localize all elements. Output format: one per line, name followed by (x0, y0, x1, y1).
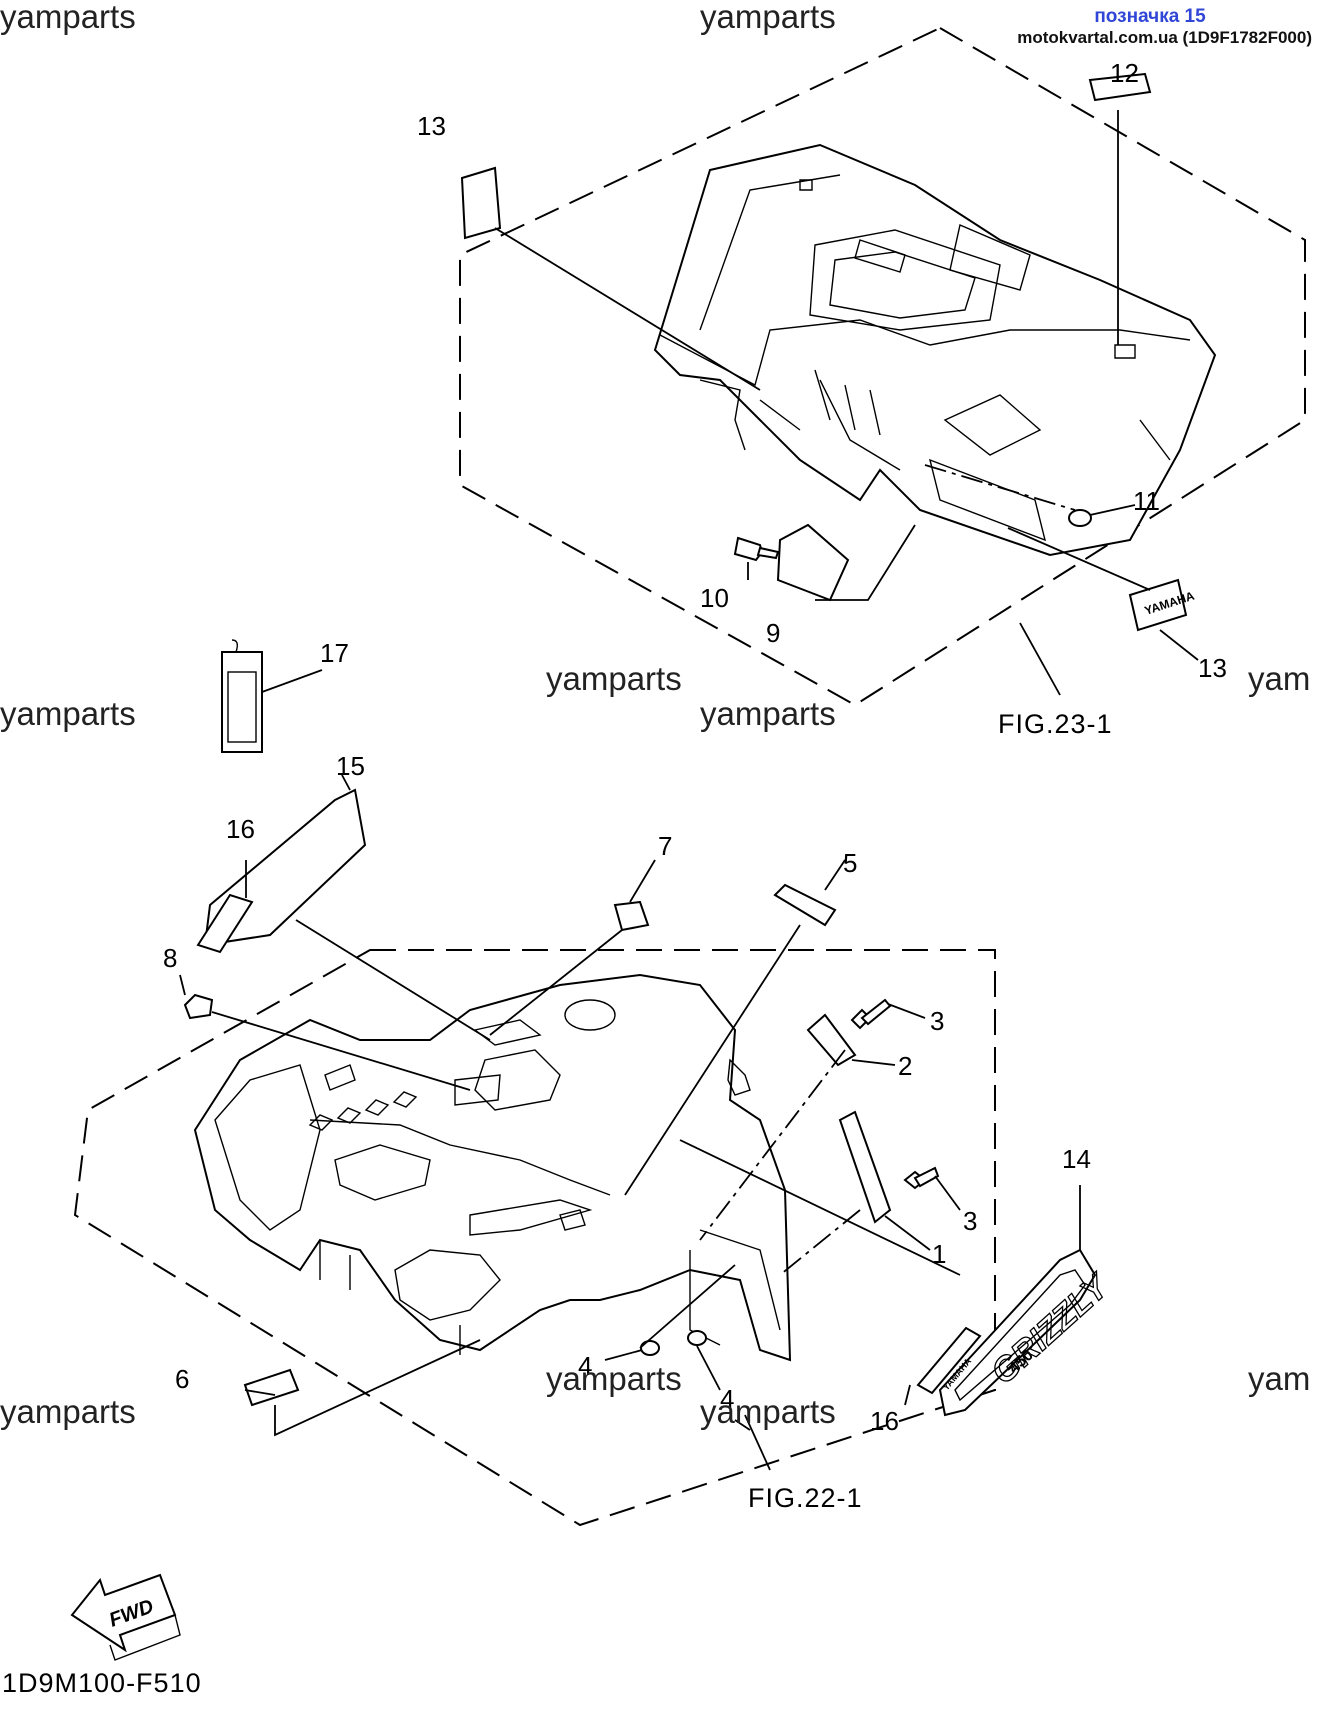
watermark: yamparts (546, 660, 682, 697)
leader-7 (629, 859, 656, 903)
part-number-1: 1 (932, 1239, 946, 1269)
decal-6 (243, 1368, 300, 1407)
watermark: yamparts (0, 695, 136, 732)
leader-13b-a (1007, 527, 1151, 591)
part-number-4-right: 4 (720, 1384, 734, 1414)
leader-5 (824, 859, 846, 891)
plate-1 (838, 1110, 892, 1224)
washer-4a (640, 1340, 660, 1356)
leader-fig23 (1019, 622, 1061, 696)
part-number-2: 2 (898, 1051, 912, 1081)
plate-9 (776, 523, 850, 602)
leader-15 (341, 774, 351, 791)
part-number-17: 17 (320, 638, 349, 668)
part-number-11: 11 (1133, 486, 1160, 516)
watermark: yamparts (0, 1393, 136, 1430)
leader-8 (179, 974, 186, 996)
part-number-16-upper: 16 (226, 814, 255, 844)
fig-ref-23-1: FIG.23-1 (998, 709, 1113, 739)
leader-16b (904, 1384, 911, 1406)
axis-front-plate1 (779, 1209, 861, 1276)
part-number-7: 7 (658, 831, 672, 861)
leader-15-to-fender (295, 919, 491, 1041)
part-number-12: 12 (1110, 58, 1139, 88)
part-number-4-left: 4 (578, 1351, 592, 1381)
part-number-15: 15 (336, 751, 365, 781)
front-fender (193, 973, 792, 1362)
watermark: yamparts (546, 1360, 682, 1397)
part-number-10: 10 (700, 583, 729, 613)
washer-4b (687, 1330, 707, 1346)
source-label: motokvartal.com.ua (1D9F1782F000) (1017, 28, 1312, 47)
leader-emblem-14 (679, 1139, 961, 1276)
leader-4a-a (639, 1264, 736, 1349)
watermark-cut: yam (1248, 1360, 1310, 1397)
axis-front-plate2 (699, 1049, 846, 1241)
leader-2 (851, 1059, 896, 1066)
leader-4a (604, 1349, 643, 1361)
leader-1 (884, 1215, 931, 1251)
leader-7-to-fender (489, 929, 623, 1036)
leader-9 (815, 524, 916, 601)
part-number-9: 9 (766, 618, 780, 648)
part-number-6: 6 (175, 1364, 189, 1394)
decal-8 (183, 993, 214, 1020)
leader-fig22-a (734, 1419, 751, 1431)
part-number-13-lower: 13 (1198, 653, 1227, 683)
leader-11 (1089, 504, 1136, 516)
leader-6 (244, 1389, 276, 1396)
decal-7 (613, 900, 650, 932)
leader-8-to-fender (211, 1011, 471, 1091)
part-number-13-upper: 13 (417, 111, 446, 141)
leader-3a (887, 1003, 926, 1019)
decal-12 (1088, 72, 1152, 102)
axis-rear (924, 464, 1076, 511)
watermark: yamparts (700, 0, 836, 35)
part-number-8: 8 (163, 943, 177, 973)
leader-4b (696, 1345, 721, 1391)
watermark: yamparts (0, 0, 136, 35)
part-number-3-lower: 3 (963, 1206, 977, 1236)
rear-fender (653, 143, 1217, 557)
leader-13a (494, 227, 761, 391)
clip-3-lower (903, 1166, 940, 1190)
leader-fig22 (744, 1414, 771, 1471)
leader-5-to-fender (624, 924, 801, 1196)
part-number-14: 14 (1062, 1144, 1091, 1174)
leader-17 (261, 669, 323, 693)
reflector-11 (1068, 509, 1092, 527)
decal-13-upper (460, 166, 502, 240)
clip-3-upper (850, 998, 892, 1030)
watermark-cut: yam (1248, 660, 1310, 697)
part-number-5: 5 (843, 848, 857, 878)
front-assembly-boundary (73, 949, 996, 1527)
plate-2 (806, 1013, 857, 1067)
part-number-3-upper: 3 (930, 1006, 944, 1036)
badge-13-lower (1128, 578, 1188, 632)
leader-13b (1159, 629, 1199, 661)
page-title: позначка 15 (1094, 6, 1206, 27)
fig-ref-22-1: FIG.22-1 (748, 1483, 863, 1513)
watermark: yamparts (700, 1393, 836, 1430)
part-number-16-lower: 16 (870, 1406, 899, 1436)
tag-17 (221, 639, 263, 753)
diagram-code: 1D9M100-F510 (2, 1668, 202, 1698)
rear-assembly-boundary (459, 26, 1306, 707)
clip-10 (733, 536, 780, 562)
leader-6-to-fender (274, 1339, 481, 1437)
leader-3b (934, 1175, 961, 1211)
watermark: yamparts (700, 695, 836, 732)
decal-16-upper (196, 893, 254, 954)
decal-5 (773, 883, 837, 927)
fwd-arrow-icon: FWD (70, 1573, 181, 1661)
